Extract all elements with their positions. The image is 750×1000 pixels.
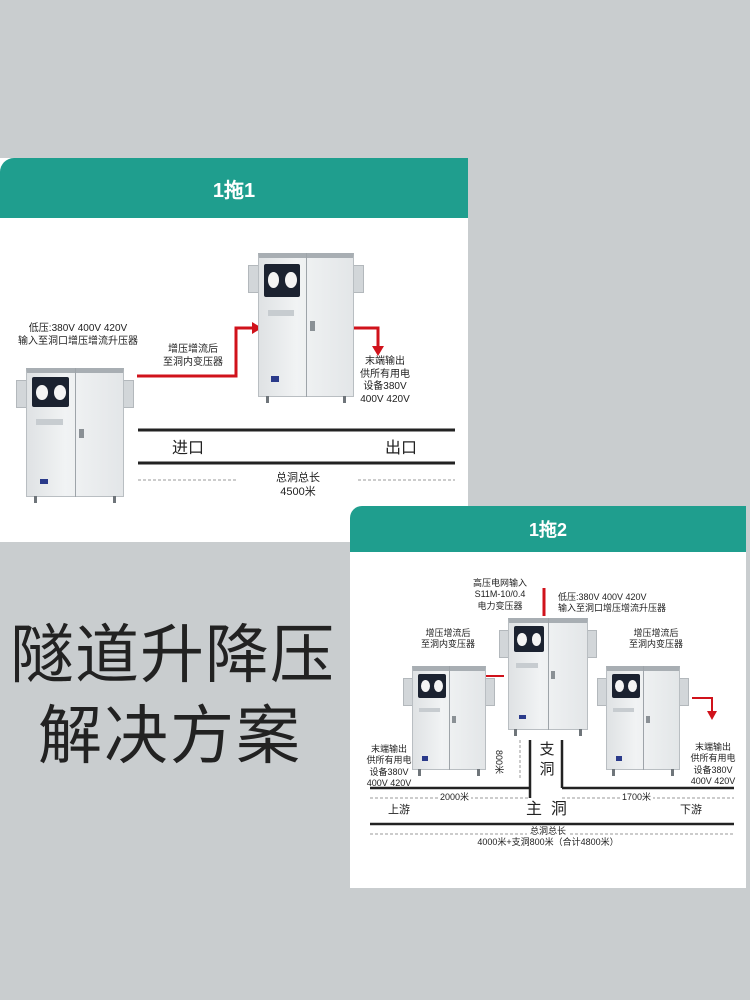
red-arrow-head-down [372,346,384,356]
main-tunnel-label: 主 洞 [526,801,567,818]
boost-label: 增压增流后至洞内变压器 [163,344,223,368]
upstream-label: 上游 [388,804,410,816]
booster-cabinet-center [499,618,597,736]
branch-length-label: 800米 [494,750,504,775]
red-feed-line [137,326,252,378]
left-length-label: 2000米 [438,792,472,804]
booster-cabinet-entrance [16,368,134,503]
entrance-label: 进口 [172,440,205,457]
branch-tunnel-label: 支洞 [539,741,555,778]
transformer-cabinet-right [597,666,689,776]
left-boost-label: 增压增流后至洞内变压器 [420,628,475,650]
right-length-label: 1700米 [620,792,654,804]
exit-label: 出口 [385,440,418,457]
downstream-label: 下游 [680,804,702,816]
transformer-cabinet-left [403,666,495,776]
total-length-label: 总洞总长 4000米+支洞800米（合计4800米） [477,826,619,848]
headline-line2: 解决方案 [38,700,302,772]
red-output-line [352,326,380,346]
right-boost-label: 增压增流后至洞内变压器 [628,628,683,650]
red-right-output [692,697,713,711]
card-header-1to1: 1拖1 [0,158,468,218]
transformer-cabinet-tunnel [248,253,364,403]
headline-line1: 隧道升降压 [10,619,335,691]
card1-wiring [137,322,455,481]
card-header-1to2: 1拖2 [350,506,746,552]
red-arrow-head [252,322,262,334]
red-arrow-head-down [707,711,717,720]
